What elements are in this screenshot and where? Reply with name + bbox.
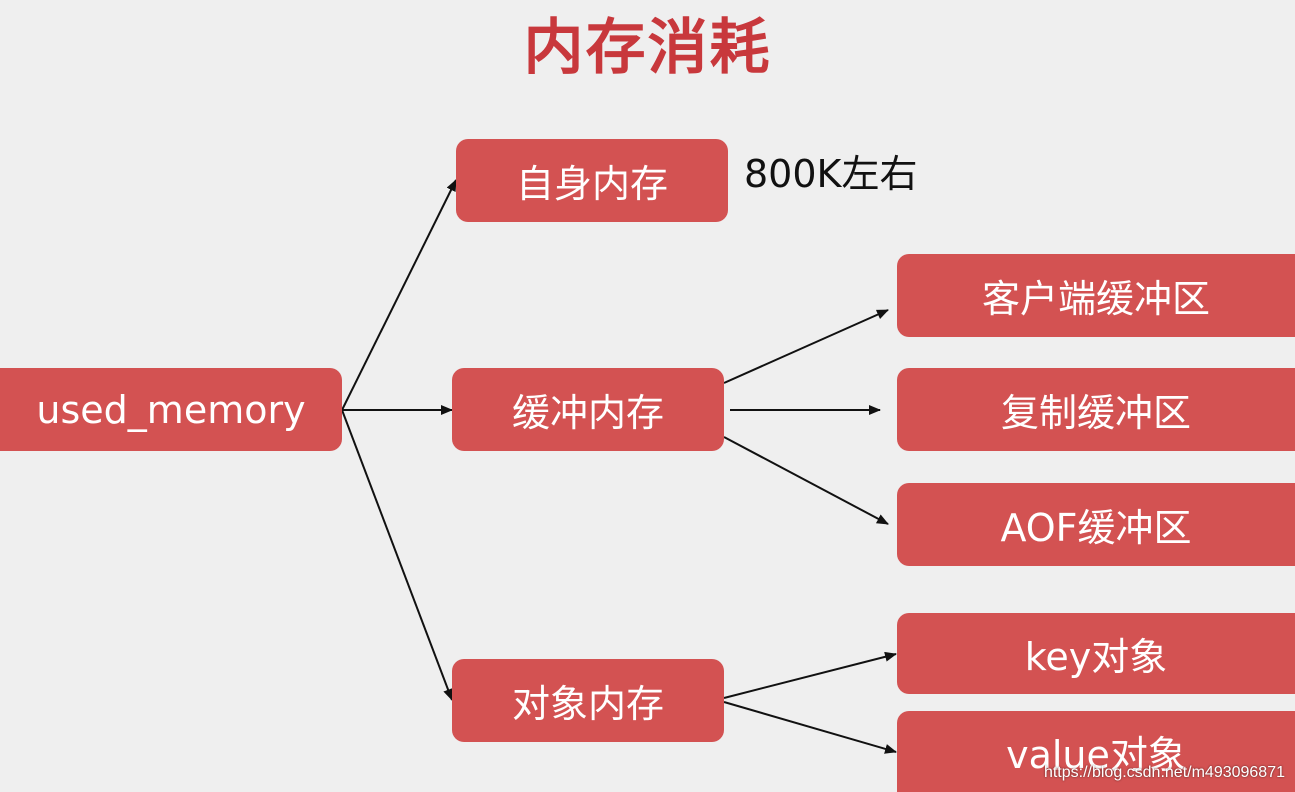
node-key-object: key对象	[897, 613, 1295, 694]
node-buffer-memory: 缓冲内存	[452, 368, 724, 451]
node-object-memory: 对象内存	[452, 659, 724, 742]
arrow-buffer-to-aof-buffer	[723, 436, 889, 525]
arrow-object-to-key-object	[723, 651, 897, 699]
arrow-object-to-value-object	[723, 701, 897, 754]
node-value-object: value对象	[897, 711, 1295, 792]
node-used-memory: used_memory	[0, 368, 342, 451]
arrow-root-to-object-memory	[341, 409, 453, 701]
arrow-root-to-self-memory	[341, 179, 457, 411]
page-title: 内存消耗	[523, 13, 772, 83]
arrow-buffer-to-client-buffer	[723, 309, 889, 384]
node-aof-buffer: AOF缓冲区	[897, 483, 1295, 566]
node-self-memory: 自身内存	[456, 139, 728, 222]
node-replication-buffer: 复制缓冲区	[897, 368, 1295, 451]
self-memory-size-note: 800K左右	[744, 152, 918, 196]
node-client-buffer: 客户端缓冲区	[897, 254, 1295, 337]
watermark-text: https://blog.csdn.net/m493096871	[1043, 764, 1285, 781]
